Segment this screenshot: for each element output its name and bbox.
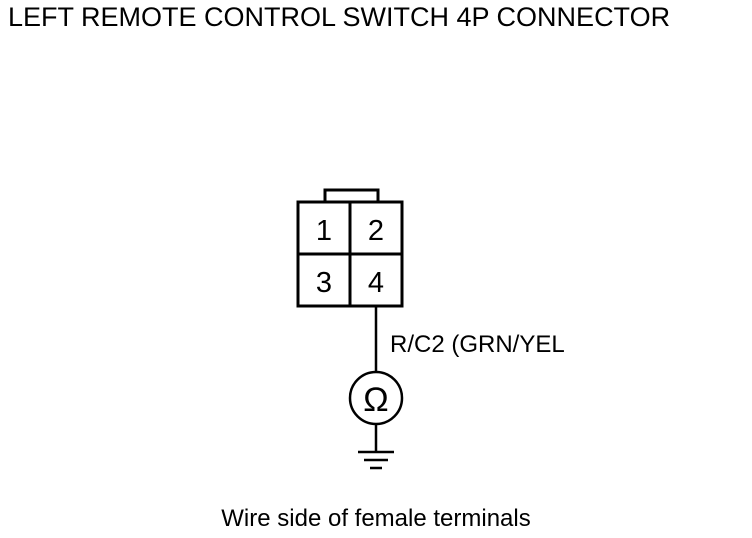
ohm-symbol: Ω [363, 381, 388, 419]
pin-3-label: 3 [316, 267, 332, 299]
diagram-caption: Wire side of female terminals [221, 505, 531, 532]
wire-label: R/C2 (GRN/YEL [390, 331, 565, 358]
connector-lock-tab [323, 188, 380, 202]
ohmmeter-icon: Ω [348, 370, 404, 426]
diagram-title: LEFT REMOTE CONTROL SWITCH 4P CONNECTOR [8, 2, 671, 32]
pin-4-label: 4 [368, 267, 384, 299]
pin-2-label: 2 [368, 215, 384, 247]
pin-1-label: 1 [316, 215, 332, 247]
ground-icon [358, 450, 394, 470]
